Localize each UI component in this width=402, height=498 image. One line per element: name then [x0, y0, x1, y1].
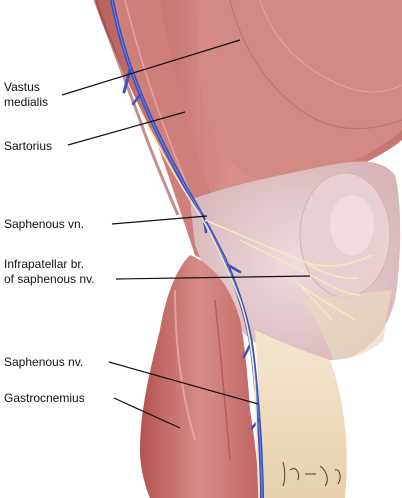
leader-infrapatellar [115, 275, 311, 280]
leader-saphenous-vein [111, 215, 208, 225]
sartorius-muscle [110, 0, 230, 261]
label-vastus-medialis-line2: medialis [4, 95, 49, 109]
vastus-medialis-muscle [198, 0, 402, 183]
tibial-tendon [255, 330, 347, 498]
label-infrapatellar-line2: of saphenous nv. [4, 272, 95, 286]
leader-gastrocnemius [113, 397, 181, 429]
leader-sartorius [67, 111, 186, 146]
leader-lines [61, 39, 311, 429]
infrapatellar-branches [204, 219, 373, 321]
label-saphenous-vein: Saphenous vn. [4, 217, 85, 231]
label-infrapatellar: Infrapatellar br. of saphenous nv. [4, 257, 95, 287]
gastrocnemius-muscle [140, 255, 260, 498]
label-infrapatellar-line1: Infrapatellar br. [4, 257, 85, 271]
signature-mark [282, 461, 341, 487]
label-saphenous-nerve: Saphenous nv. [4, 355, 84, 369]
leader-saphenous-nerve [108, 361, 259, 405]
label-sartorius: Sartorius [4, 139, 53, 153]
label-gastrocnemius: Gastrocnemius [4, 391, 85, 405]
saphenous-nerve [139, 109, 260, 498]
label-vastus-medialis-line1: Vastus [4, 80, 40, 94]
label-vastus-medialis: Vastus medialis [4, 80, 48, 110]
leader-vastus-medialis [61, 39, 241, 96]
